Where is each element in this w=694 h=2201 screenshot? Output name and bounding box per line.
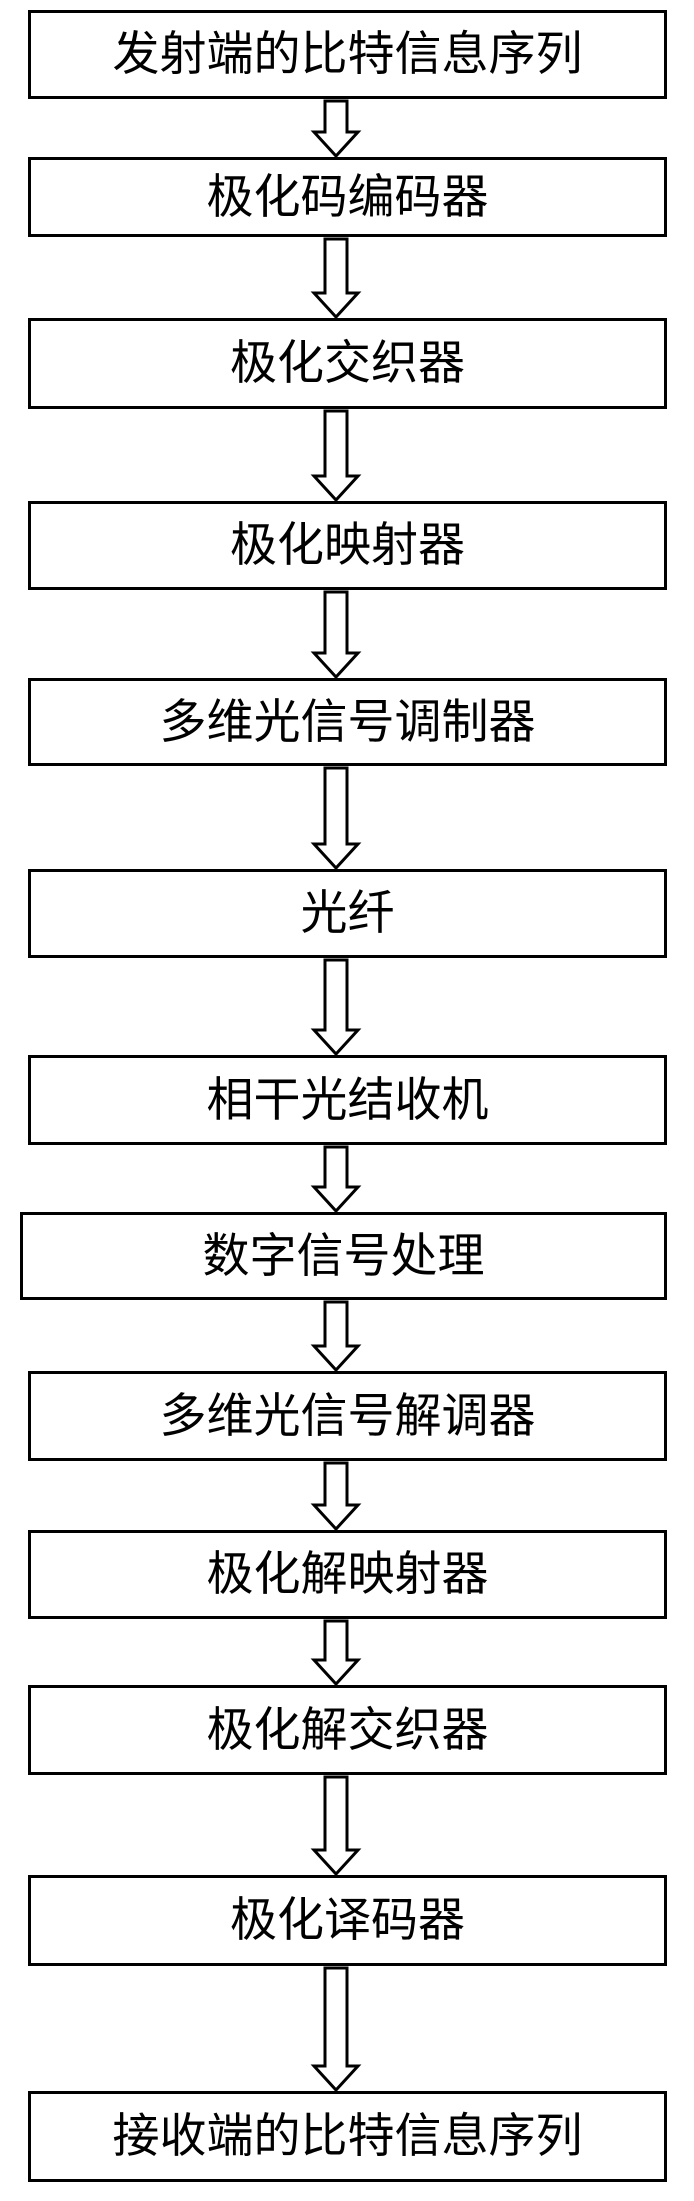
step-box-optical-fiber: 光纤	[28, 869, 667, 958]
step-box-polar-decoder: 极化译码器	[28, 1875, 667, 1966]
step-box-polar-mapper: 极化映射器	[28, 501, 667, 590]
step-box-polar-encoder: 极化码编码器	[28, 157, 667, 237]
step-box-polar-interleaver: 极化交织器	[28, 318, 667, 409]
step-box-sender-bit-sequence: 发射端的比特信息序列	[28, 10, 667, 99]
step-box-coherent-receiver: 相干光结收机	[28, 1055, 667, 1145]
step-box-dsp: 数字信号处理	[20, 1212, 667, 1300]
step-box-multidim-demodulator: 多维光信号解调器	[28, 1371, 667, 1461]
step-box-receiver-bit-sequence: 接收端的比特信息序列	[28, 2091, 667, 2182]
step-box-polar-demapper: 极化解映射器	[28, 1530, 667, 1619]
step-box-polar-deinterleaver: 极化解交织器	[28, 1685, 667, 1775]
step-box-multidim-modulator: 多维光信号调制器	[28, 678, 667, 766]
